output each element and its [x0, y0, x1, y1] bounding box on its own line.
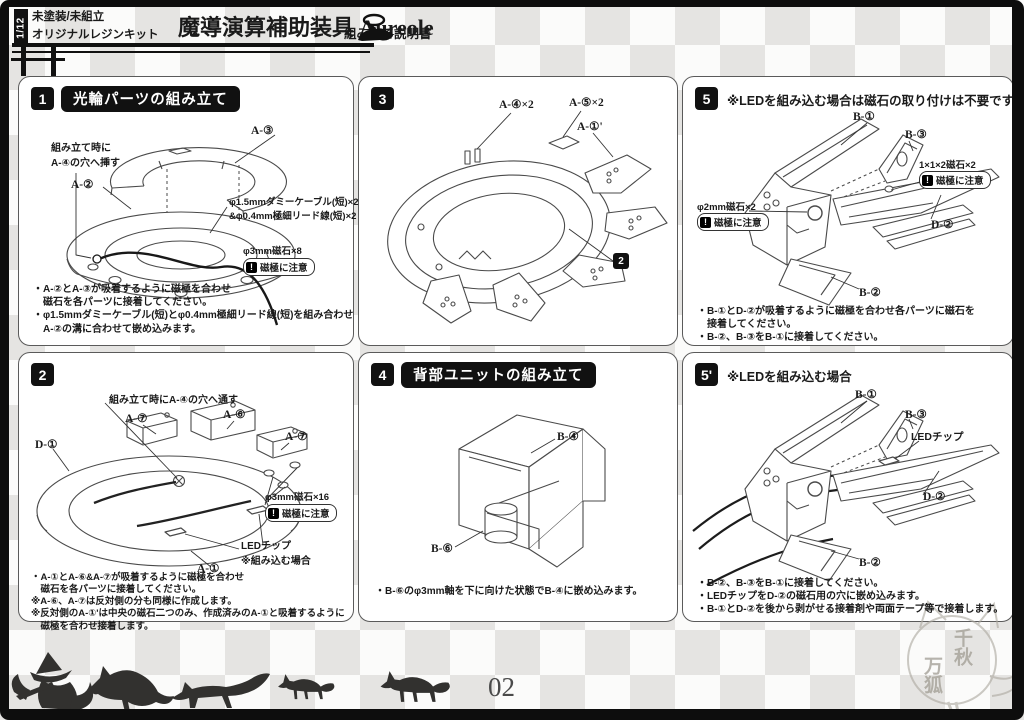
- magnet-warning-chip: ! 磁極に注意: [919, 171, 991, 189]
- panel-step2: 2 組み立て時にA-④の穴へ通す A-⑦ A-⑥ A-⑦ D-① φ3mm磁石×…: [18, 352, 354, 632]
- label-a2: A-②: [71, 179, 94, 191]
- step-number: 1: [31, 87, 54, 110]
- label-cable-spec: φ1.5mmダミーケーブル(短)×2 &φ0.4mm極細リード線(短)×2: [229, 197, 359, 222]
- panel-step1: 1 光輪パーツの組み立て 組み立て時に A-④の穴へ挿す A-② A-③ φ1.…: [18, 76, 359, 346]
- step-number: 5: [695, 87, 718, 110]
- step5led-notes: ・B-②、B-③をB-①に接着してください。 ・LEDチップをD-②の磁石用の穴…: [697, 578, 1004, 616]
- label-magnet-112: 1×1×2磁石×2: [919, 160, 976, 171]
- panel-step5: 5 ※LEDを組み込む場合は磁石の取り付けは不要です。 B-① B-③ 1×1×…: [682, 76, 1024, 346]
- panel5-wing-diagram: [744, 118, 1000, 306]
- panel1-halo-diagram: [66, 134, 296, 326]
- label-d2: D-②: [931, 219, 954, 231]
- label-b2: B-②: [859, 557, 881, 569]
- label-d1: D-①: [35, 439, 58, 451]
- torii-crossbar: [11, 58, 65, 61]
- label-b3: B-③: [905, 129, 927, 141]
- step-number: 5': [695, 363, 718, 386]
- ref-step2-badge: 2: [613, 253, 629, 269]
- fox-parade-silhouettes: [11, 652, 450, 712]
- label-a3: A-③: [251, 125, 274, 137]
- label-b1: B-①: [853, 111, 875, 123]
- label-b2: B-②: [859, 287, 881, 299]
- kit-type: 未塗装/未組立 オリジナルレジンキット: [32, 9, 159, 45]
- step4-notes: ・B-⑥のφ3mm軸を下に向けた状態でB-④に嵌め込みます。: [375, 586, 643, 597]
- step-number: 2: [31, 363, 54, 386]
- step2-notes: ・A-①とA-⑥&A-⑦が吸着するように磁極を合わせ 磁石を各パーツに接着してく…: [31, 572, 345, 632]
- fox-running-silhouette: [172, 673, 270, 708]
- step5-notes: ・B-①とD-②が吸着するように磁極を合わせ各パーツに磁石を 接着してください。…: [697, 306, 975, 344]
- label-b3: B-③: [905, 409, 927, 421]
- label-d2: D-②: [923, 491, 946, 503]
- label-led-chip: LEDチップ ※組み込む場合: [241, 541, 311, 567]
- watermark-text-left: 万狐: [921, 656, 942, 694]
- step-number: 3: [371, 87, 394, 110]
- panel-step5-led: 5' ※LEDを組み込む場合 B-① B-③ LEDチップ D-② B-② ・B…: [682, 352, 1014, 622]
- step5led-heading: ※LEDを組み込む場合: [727, 370, 852, 384]
- panel-step3: 3 A-④×2 A-⑤×2 A-①' 2: [358, 76, 678, 346]
- label-a4x2: A-④×2: [499, 99, 534, 111]
- label-a5x2: A-⑤×2: [569, 97, 604, 109]
- label-thread-note: 組み立て時にA-④の穴へ通す: [109, 395, 239, 406]
- panel2-ring-diagram: [36, 400, 308, 568]
- header-rule-bottom: [12, 51, 370, 53]
- label-b6: B-⑥: [431, 543, 453, 555]
- label-b1: B-①: [855, 389, 877, 401]
- label-a1-prime: A-①': [577, 121, 603, 133]
- warning-icon: !: [246, 261, 257, 273]
- warning-icon: !: [922, 174, 933, 186]
- label-a1: A-①: [197, 563, 220, 575]
- fox-witch-silhouette: [11, 652, 94, 710]
- label-a7-left: A-⑦: [125, 413, 148, 425]
- label-insert-note: 組み立て時に A-④の穴へ挿す: [51, 143, 121, 169]
- step5-heading: ※LEDを組み込む場合は磁石の取り付けは不要です。: [727, 94, 1024, 108]
- step4-title: 背部ユニットの組み立て: [401, 362, 596, 388]
- watermark-text-right: 千秋: [951, 628, 972, 666]
- step-number: 4: [371, 363, 394, 386]
- label-magnet-2mm: φ2mm磁石×2: [697, 202, 756, 213]
- warning-icon: !: [268, 507, 279, 519]
- scale-badge-text: 1/12: [15, 17, 27, 39]
- label-led-chip: LEDチップ: [911, 431, 964, 443]
- fox-walking-silhouette: [278, 674, 335, 700]
- warning-icon: !: [700, 216, 711, 228]
- magnet-warning-chip: ! 磁極に注意: [697, 213, 769, 231]
- fox-halo-icon: [358, 13, 393, 41]
- label-a6: A-⑥: [223, 409, 246, 421]
- panel5led-wing-diagram: [692, 394, 1000, 586]
- scale-badge: 1/12: [14, 9, 28, 47]
- step1-title: 光輪パーツの組み立て: [61, 86, 240, 112]
- fox-leaping-silhouette: [90, 666, 174, 712]
- label-magnet-count: φ3mm磁石×8: [243, 246, 302, 257]
- panel3-halo-fins-diagram: [387, 110, 668, 324]
- fox-walking-silhouette: [380, 671, 450, 702]
- panel-step4: 4 背部ユニットの組み立て B-④ B-⑥ ・B-⑥のφ3mm軸を下に向けた状態…: [358, 352, 678, 622]
- step1-notes: ・A-②とA-③が吸着するように磁極を合わせ 磁石を各パーツに接着してください。…: [33, 284, 354, 335]
- page-number: 02: [488, 672, 515, 702]
- kit-line1: 未塗装/未組立: [32, 11, 105, 23]
- label-b4: B-④: [557, 431, 579, 443]
- magnet-warning-chip: ! 磁極に注意: [243, 258, 315, 276]
- magnet-warning-chip: ! 磁極に注意: [265, 504, 337, 522]
- header-rule-top: [12, 43, 374, 47]
- label-magnet-count: φ3mm磁石×16: [265, 492, 330, 503]
- label-a7-right: A-⑦: [285, 431, 308, 443]
- kit-line2: オリジナルレジンキット: [32, 28, 159, 41]
- panel4-backpack-diagram: [454, 414, 606, 568]
